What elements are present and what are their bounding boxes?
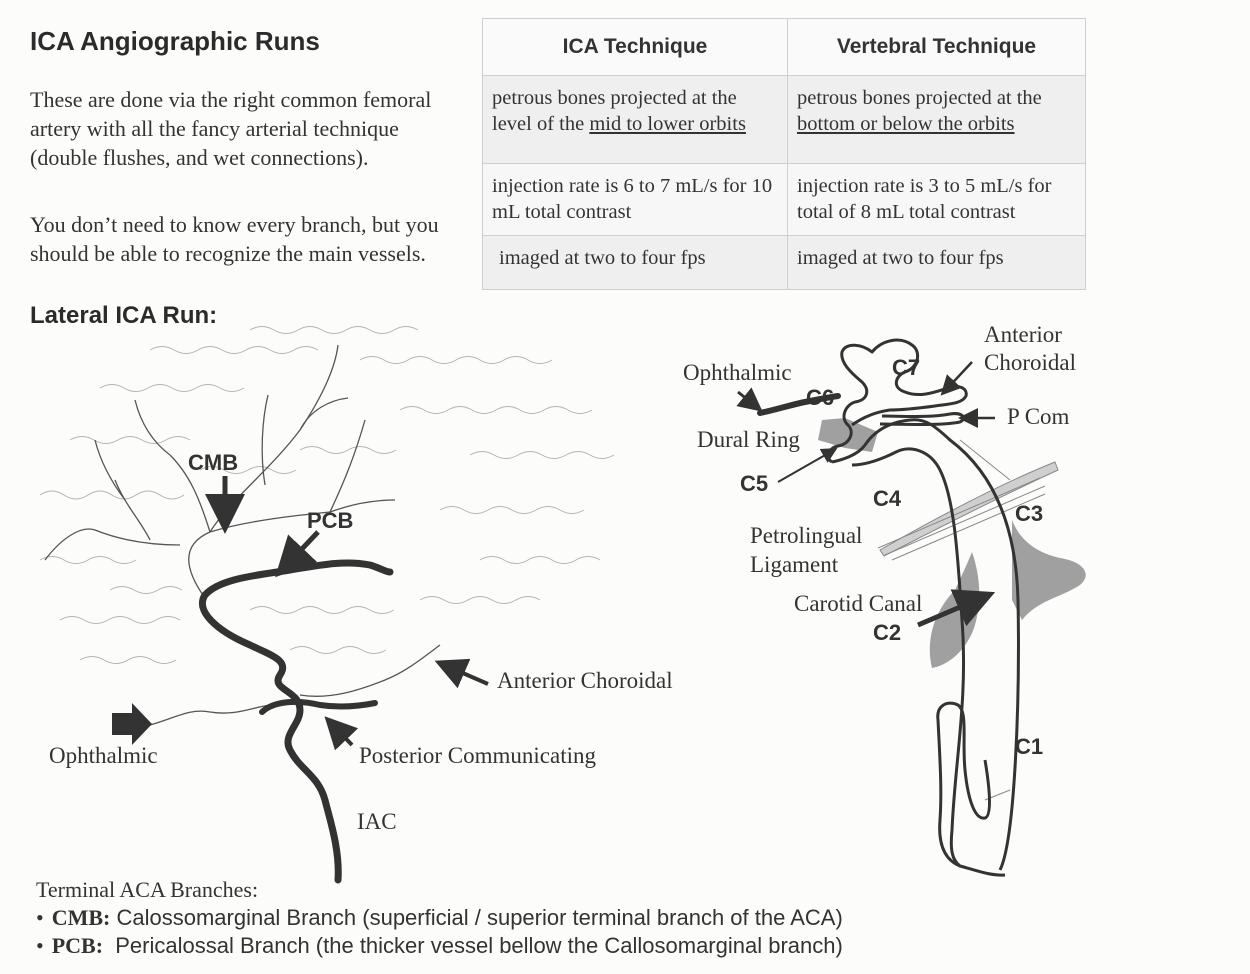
legend-heading: Terminal ACA Branches: (36, 877, 259, 902)
legend-item-pcb: PCB: Pericalossal Branch (the thicker ve… (36, 932, 843, 960)
lateral-ica-diagram: CMB PCB Anterior Choroidal Ophthalmic Po… (39, 326, 673, 884)
posterior-communicating-vessel (259, 698, 378, 715)
table-cell: injection rate is 6 to 7 mL/s for 10 mL … (482, 163, 788, 236)
pcb-label: PCB (307, 508, 353, 533)
legend-abbr: PCB: (51, 933, 104, 958)
anterior-choroidal-label: Anterior Choroidal (497, 668, 673, 693)
anterior-choroidal-arrow (940, 361, 973, 396)
posterior-communicating-label: Posterior Communicating (359, 743, 597, 768)
c2-label: C2 (873, 620, 901, 645)
legend-text: Pericalossal Branch (the thicker vessel … (103, 933, 843, 958)
posterior-communicating-arrow (324, 716, 359, 751)
choroidal-label: Choroidal (984, 350, 1076, 375)
ophthalmic-vessel (757, 393, 841, 416)
table-header-row: ICA Technique Vertebral Technique (482, 18, 1086, 76)
dural-ring-shade (818, 418, 878, 452)
anterior-choroidal-arrow (434, 658, 489, 689)
carotid-canal-label: Carotid Canal (794, 591, 922, 616)
legend-item-cmb: CMB: Calossomarginal Branch (superficial… (36, 904, 843, 932)
p-com-label: P Com (1007, 404, 1070, 429)
c1-label: C1 (1015, 734, 1043, 759)
table-cell: imaged at two to four fps (482, 235, 788, 290)
ica-segments-diagram: Ophthalmic Anterior Choroidal P Com Dura… (683, 322, 1086, 877)
table-row: petrous bones projected at the level of … (482, 75, 1086, 164)
siphon-loop (826, 338, 968, 464)
anterior-label: Anterior (984, 322, 1062, 347)
column-header: Vertebral Technique (787, 18, 1086, 76)
small-vessels (149, 644, 441, 726)
c5-arrow (777, 448, 838, 483)
c7-label: C7 (892, 355, 920, 380)
underlined-text: mid to lower orbits (589, 113, 746, 135)
ligament-lines (877, 439, 1046, 801)
c4-label: C4 (873, 486, 902, 511)
table-cell: imaged at two to four fps (787, 235, 1086, 290)
c2-arrow (917, 589, 996, 628)
intro-paragraph: You don’t need to know every branch, but… (30, 212, 439, 266)
pcb-arrow (275, 530, 320, 578)
ophthalmic-label: Ophthalmic (683, 360, 792, 385)
peripheral-vessels (39, 326, 615, 664)
intro-paragraph: These are done via the right common femo… (30, 87, 432, 170)
dural-ring-label: Dural Ring (697, 427, 800, 452)
table-cell: petrous bones projected at the bottom or… (787, 75, 1086, 164)
table-row: injection rate is 6 to 7 mL/s for 10 mL … (482, 163, 1086, 236)
legend: Terminal ACA Branches: CMB: Calossomargi… (36, 876, 843, 960)
section-title: Lateral ICA Run: (30, 302, 218, 329)
ophthalmic-label: Ophthalmic (49, 743, 158, 768)
table-row: imaged at two to four fps imaged at two … (482, 235, 1086, 290)
cell-text: petrous bones projected at the (797, 87, 1042, 109)
petrolingual-label: Petrolingual (750, 523, 862, 548)
cmb-label: CMB (188, 450, 238, 475)
technique-table: ICA Technique Vertebral Technique petrou… (482, 18, 1086, 290)
ligament-label: Ligament (750, 552, 839, 577)
ophthalmic-arrow (736, 387, 763, 412)
ophthalmic-block-arrow (112, 703, 152, 745)
c3-label: C3 (1015, 501, 1043, 526)
cell-text: petrous bones projected at the level of … (492, 87, 737, 135)
legend-abbr: CMB: (51, 905, 111, 930)
table-cell: petrous bones projected at the level of … (482, 75, 788, 164)
c3-region-shade (1012, 520, 1086, 620)
underlined-text: bottom or below the orbits (797, 113, 1015, 135)
table-cell: injection rate is 3 to 5 mL/s for total … (787, 163, 1086, 236)
iac-label: IAC (357, 809, 397, 834)
ica-pcb-vessel (198, 559, 394, 884)
page-title: ICA Angiographic Runs (30, 26, 320, 56)
c6-label: C6 (806, 385, 834, 410)
c5-label: C5 (740, 471, 768, 496)
c1-loop (936, 701, 991, 868)
pcom-vessel (879, 412, 966, 426)
legend-text: Calossomarginal Branch (superficial / su… (110, 905, 843, 930)
